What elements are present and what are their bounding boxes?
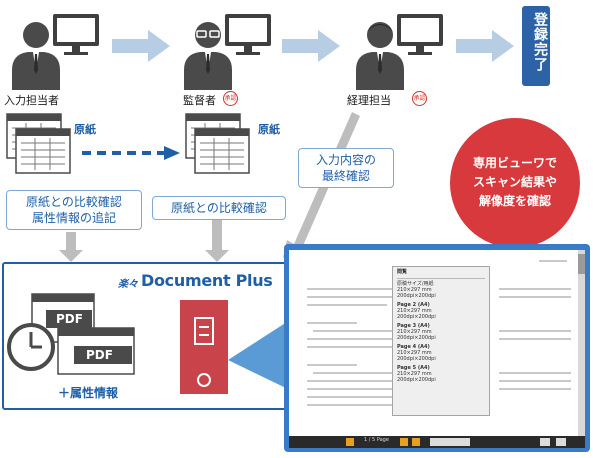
viewer-scrollbar-thumb[interactable] <box>578 254 585 274</box>
toolbar-last-button[interactable] <box>412 438 420 446</box>
callout-compare: 原紙との比較確認 <box>152 196 286 220</box>
original-paper-label-1: 原紙 <box>74 123 96 136</box>
page-info-entry: 原稿サイズ/用紙 210×297 mm 200dpi×200dpi <box>397 281 436 299</box>
flow-arrow-2 <box>282 30 340 62</box>
pdf-documents <box>31 293 135 375</box>
registration-complete-label: 登録完了 <box>532 12 548 72</box>
page-info-entry: Page 5 (A4) 210×297 mm 200dpi×200dpi <box>397 365 436 383</box>
supervisor-role-label: 監督者 <box>183 94 216 107</box>
storage-server-box <box>180 300 228 394</box>
server-detail-icon <box>194 317 214 387</box>
toolbar-next-button[interactable] <box>400 438 408 446</box>
pdf-label-2: PDF <box>86 348 113 362</box>
input-person-icon <box>12 14 99 90</box>
product-name: Document Plus <box>141 271 273 290</box>
feature-circle-text: 専用ビューワで スキャン結果や 解像度を確認 <box>472 156 557 208</box>
flow-arrow-1 <box>112 30 170 62</box>
callout-compare-and-attribute: 原紙との比較確認 属性情報の追記 <box>6 190 142 230</box>
supervisor-seal-stamp: 承認 <box>223 91 238 106</box>
page-info-header: 閲覧 <box>397 269 408 275</box>
paper-documents-middle <box>185 113 250 174</box>
flow-arrow-3 <box>456 30 514 62</box>
viewer-scrollbar[interactable] <box>578 250 585 436</box>
viewer-document-content <box>289 250 585 436</box>
supervisor-person-icon <box>184 14 271 90</box>
toolbar-prev-button[interactable] <box>346 438 354 446</box>
feature-circle <box>450 118 580 248</box>
clock-icon <box>7 323 55 371</box>
page-info-entry: Page 3 (A4) 210×297 mm 200dpi×200dpi <box>397 323 436 341</box>
manager-role-label: 経理担当 <box>347 94 391 107</box>
toolbar-zoom-select[interactable] <box>430 438 470 446</box>
manager-seal-stamp: 承認 <box>412 91 427 106</box>
input-role-label: 入力担当者 <box>4 94 59 107</box>
page-info-entry: Page 4 (A4) 210×297 mm 200dpi×200dpi <box>397 344 436 362</box>
pdf-label-1: PDF <box>56 312 83 326</box>
page-info-pane: 閲覧 原稿サイズ/用紙 210×297 mm 200dpi×200dpi Pag… <box>392 266 490 416</box>
attribute-label: ＋属性情報 <box>58 386 119 400</box>
toolbar-pdf-button[interactable] <box>540 438 550 446</box>
registration-complete-box <box>522 6 550 86</box>
zoom-pointer <box>228 320 290 390</box>
toolbar-option-button[interactable] <box>556 438 566 446</box>
page-info-entry: Page 2 (A4) 210×297 mm 200dpi×200dpi <box>397 302 436 320</box>
callout-final-check: 入力内容の 最終確認 <box>298 148 394 188</box>
paper-documents-left <box>6 113 71 174</box>
product-logo-mark: 楽々 <box>118 279 138 290</box>
toolbar-page-indicator: 1 / 5 Page <box>364 437 389 443</box>
dashed-arrow <box>82 146 180 160</box>
manager-person-icon <box>356 14 443 90</box>
original-paper-label-2: 原紙 <box>258 123 280 136</box>
